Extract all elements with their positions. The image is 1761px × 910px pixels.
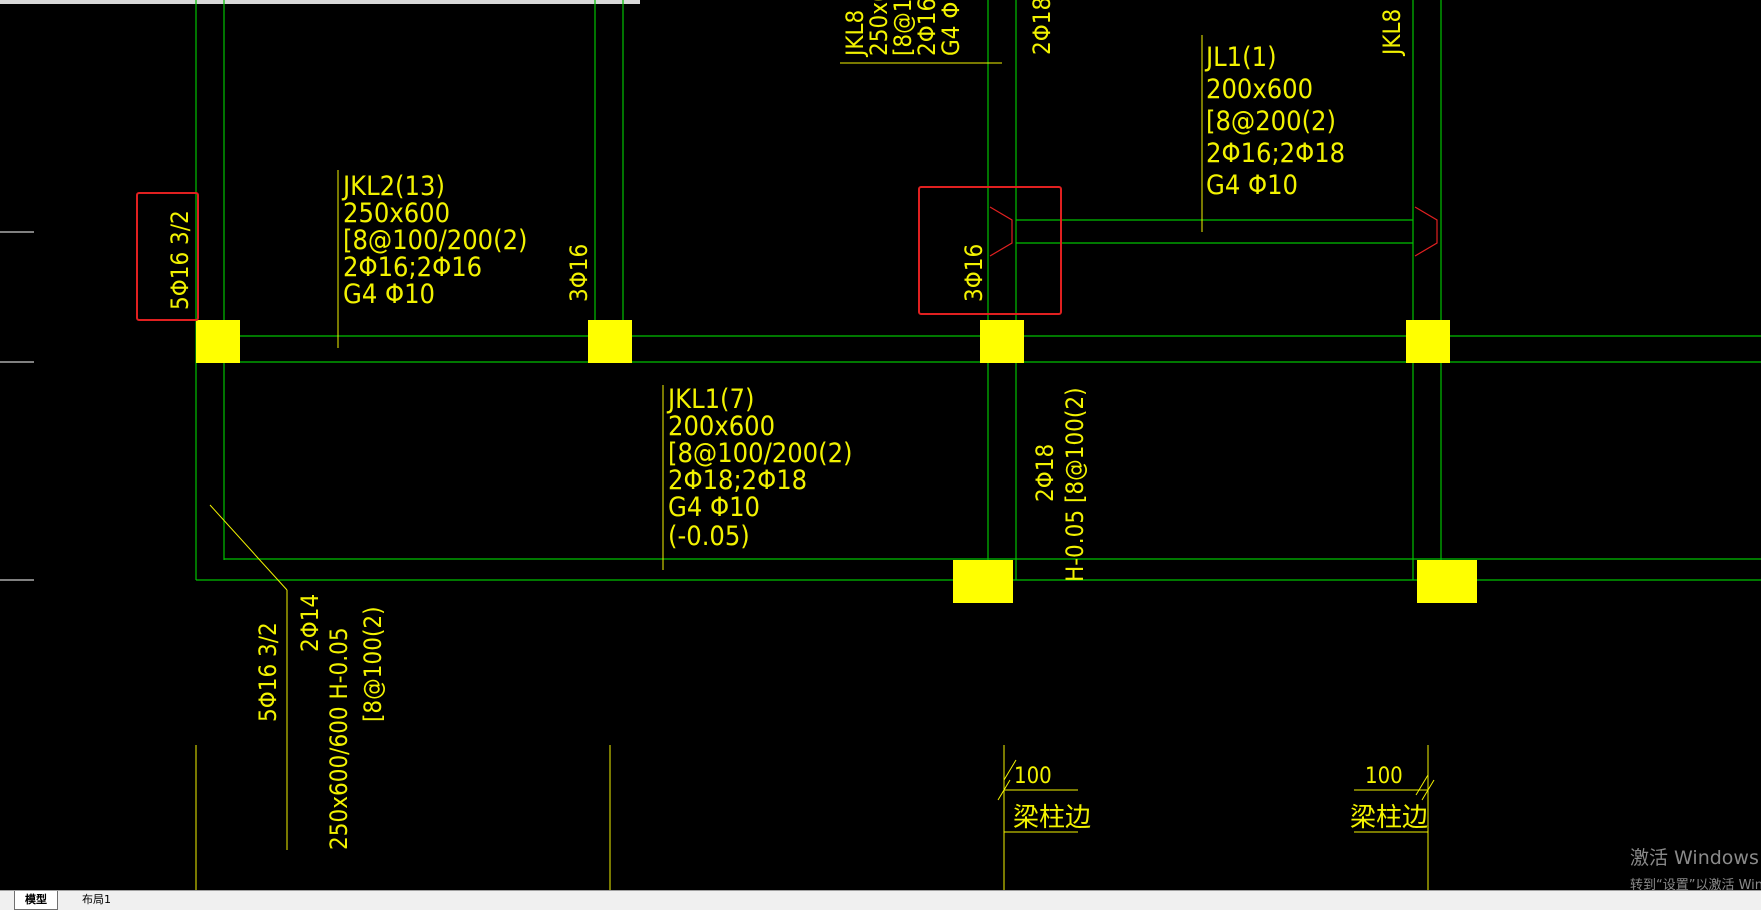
watermark-subtitle: 转到“设置”以激活 Windows。	[1630, 878, 1761, 893]
lln-line-3: 250x600/600 H-0.05	[325, 627, 353, 850]
column-a2[interactable]	[588, 320, 632, 363]
dimension-2[interactable]: 100 梁柱边	[1350, 764, 1428, 833]
lln-line-1: 5Φ16 3/2	[254, 622, 282, 722]
jkl2-line-3: [8@100/200(2)	[343, 225, 528, 256]
vertical-beam-note[interactable]: 2Φ18 H-0.05 [8@100(2)	[1031, 388, 1089, 583]
label-2phi18-top: 2Φ18	[1028, 0, 1056, 55]
beam-end-marks	[989, 206, 1438, 257]
column-a3[interactable]	[980, 320, 1024, 363]
column-a1[interactable]	[196, 320, 240, 363]
beam-label-jkl2[interactable]: JKL2(13) 250x600 [8@100/200(2) 2Φ16;2Φ16…	[341, 171, 528, 310]
jkl2-line-4: 2Φ16;2Φ16	[343, 252, 482, 283]
jkl1-line-1: JKL1(7)	[666, 384, 754, 415]
jkl8-line-1: JKL8	[841, 10, 869, 58]
highlight-box-left	[136, 192, 199, 321]
jkl8-line-2: 250x6	[865, 0, 893, 56]
beam-label-jkl1[interactable]: JKL1(7) 200x600 [8@100/200(2) 2Φ18;2Φ18 …	[666, 384, 853, 552]
lln-line-4: [8@100(2)	[359, 606, 387, 722]
dim1-label: 梁柱边	[1013, 803, 1091, 833]
label-jkl8-right: JKL8	[1378, 9, 1406, 57]
tab-layout1[interactable]: 布局1	[82, 893, 111, 906]
column-a4[interactable]	[1406, 320, 1450, 363]
column-b1[interactable]	[953, 560, 1013, 603]
dim2-value: 100	[1365, 764, 1403, 789]
jl1-line-1: JL1(1)	[1204, 42, 1277, 73]
jkl1-line-2: 200x600	[668, 411, 775, 442]
windows-activation-watermark: 激活 Windows 转到“设置”以激活 Windows。	[1630, 843, 1761, 893]
jl1-line-2: 200x600	[1206, 74, 1313, 105]
jkl2-line-5: G4 Φ10	[343, 279, 435, 310]
jkl1-line-5: G4 Φ10	[668, 492, 760, 523]
vbeam-line-1: 2Φ18	[1031, 444, 1059, 502]
jkl1-line-3: [8@100/200(2)	[668, 438, 853, 469]
label-5phi16-left: 5Φ16 3/2	[166, 210, 194, 310]
dim1-value: 100	[1014, 764, 1052, 789]
layout-tab-bar: 模型 布局1	[0, 890, 1761, 910]
watermark-title: 激活 Windows	[1630, 847, 1759, 869]
jkl1-line-4: 2Φ18;2Φ18	[668, 465, 807, 496]
tab-model[interactable]: 模型	[14, 891, 58, 910]
vbeam-line-2: H-0.05 [8@100(2)	[1061, 388, 1089, 583]
jkl2-line-2: 250x600	[343, 198, 450, 229]
toolbar-edge	[0, 0, 640, 4]
jl1-line-3: [8@200(2)	[1206, 106, 1336, 137]
leader-lines	[195, 35, 1435, 890]
dimension-1[interactable]: 100 梁柱边	[1013, 764, 1091, 833]
columns[interactable]	[196, 320, 1477, 603]
label-3phi16-mid: 3Φ16	[565, 244, 593, 302]
highlight-box-center	[918, 186, 1062, 315]
beam-label-jl1[interactable]: JL1(1) 200x600 [8@200(2) 2Φ16;2Φ18 G4 Φ1…	[1204, 42, 1345, 201]
column-b2[interactable]	[1417, 560, 1477, 603]
jkl8-line-5: G4 Φ1	[937, 0, 965, 56]
drawing-svg[interactable]: JKL8 250x6 [8@10 2Φ16 G4 Φ1 2Φ18 JKL8 JL…	[0, 0, 1761, 890]
ruler-ticks	[0, 231, 34, 581]
cad-drawing-canvas[interactable]: JKL8 250x6 [8@10 2Φ16 G4 Φ1 2Φ18 JKL8 JL…	[0, 0, 1761, 890]
jl1-line-4: 2Φ16;2Φ18	[1206, 138, 1345, 169]
jkl2-line-1: JKL2(13)	[341, 171, 445, 202]
jl1-line-5: G4 Φ10	[1206, 170, 1298, 201]
dim2-label: 梁柱边	[1350, 803, 1428, 833]
jkl8-line-4: 2Φ16	[913, 0, 941, 56]
jkl8-line-3: [8@10	[889, 0, 917, 56]
label-3phi16-box: 3Φ16	[960, 244, 988, 302]
highlight-boxes	[136, 186, 1062, 321]
beam-label-jkl8-top[interactable]: JKL8 250x6 [8@10 2Φ16 G4 Φ1	[841, 0, 965, 58]
lln-line-2: 2Φ14	[296, 594, 324, 652]
jkl1-line-6: (-0.05)	[668, 521, 750, 552]
lower-left-note[interactable]: 5Φ16 3/2 2Φ14 250x600/600 H-0.05 [8@100(…	[254, 594, 387, 850]
